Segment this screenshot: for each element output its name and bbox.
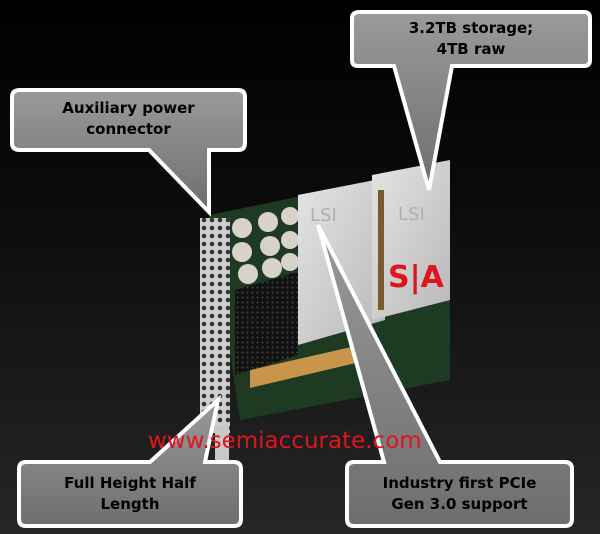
callout-storage: 3.2TB storage; 4TB raw xyxy=(352,18,590,60)
callout-text: 4TB raw xyxy=(436,40,506,58)
capacitors xyxy=(232,207,299,284)
callout-form-factor: Full Height Half Length xyxy=(19,473,241,515)
callout-text: Auxiliary power xyxy=(62,99,195,117)
callout-aux-shape xyxy=(10,88,247,217)
callout-text: Length xyxy=(100,495,160,513)
watermark-url: www.semiaccurate.com xyxy=(148,428,422,454)
callout-storage-shape xyxy=(350,10,592,191)
callout-pcie: Industry first PCIe Gen 3.0 support xyxy=(347,473,572,515)
sa-logo: S|A xyxy=(388,260,444,295)
callout-text: connector xyxy=(86,120,171,138)
callout-text: Gen 3.0 support xyxy=(391,495,528,513)
lsi-logo: LSI xyxy=(398,204,425,225)
callout-form-shape xyxy=(17,394,243,528)
gold-fingers xyxy=(250,345,360,388)
callout-pcie-shape xyxy=(316,224,574,528)
raid-card-photo: LSI LSI xyxy=(200,160,450,485)
lsi-logo: LSI xyxy=(310,205,337,226)
flash-module-front xyxy=(298,178,385,345)
callout-text: 3.2TB storage; xyxy=(408,19,534,37)
callout-text: Industry first PCIe xyxy=(382,474,537,492)
bracket xyxy=(200,218,230,433)
callout-text: Full Height Half xyxy=(64,474,196,492)
callout-aux-power: Auxiliary power connector xyxy=(12,98,245,140)
flash-module-back xyxy=(372,160,450,320)
heatsink xyxy=(235,272,298,375)
module-connector xyxy=(378,190,384,310)
